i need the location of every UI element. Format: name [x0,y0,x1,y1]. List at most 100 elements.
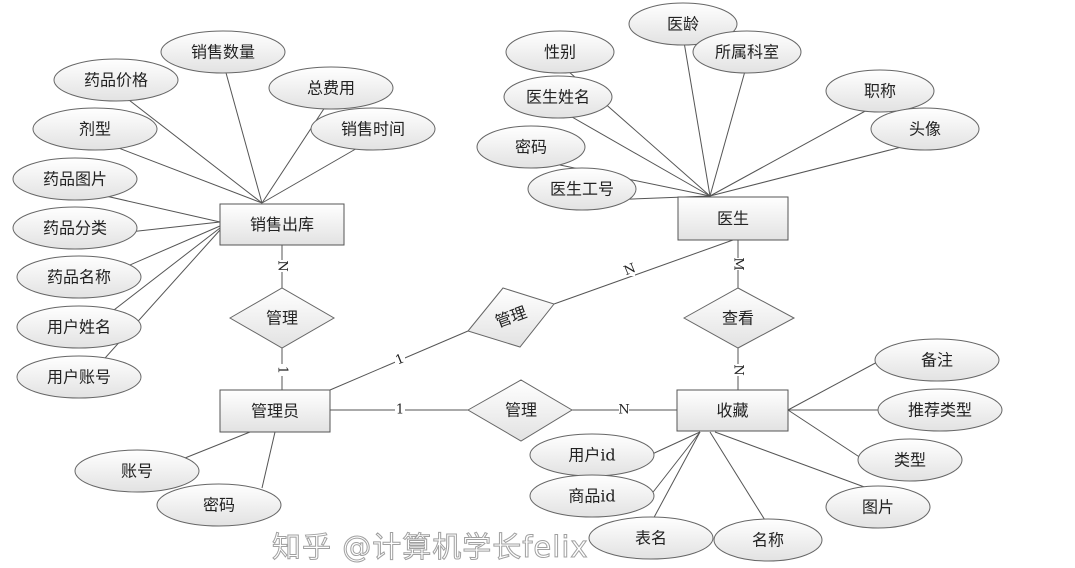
cardinality-label: N [275,260,290,271]
relationship-manage-sales[interactable] [228,287,336,349]
attribute-sales-3[interactable] [32,107,158,151]
entity-favorite[interactable] [676,389,789,432]
cardinality-bg [277,260,287,272]
attribute-connector [261,97,332,204]
entity-sales-label: 销售出库 [250,215,314,234]
attribute-connector [261,138,374,204]
attribute-doctor-0[interactable] [628,2,738,46]
attribute-admin-0-label: 账号 [121,462,153,481]
attribute-sales-1[interactable] [53,58,179,102]
relationship-manage-favorite[interactable] [466,379,573,442]
relationship-manage-doctor[interactable] [467,287,555,348]
attribute-doctor-2-label: 所属科室 [715,43,779,62]
attribute-favorite-6-label: 名称 [752,531,784,550]
cardinality-bg [733,364,743,376]
attribute-sales-6-label: 药品分类 [43,219,107,238]
attribute-doctor-1[interactable] [505,30,615,74]
attribute-sales-8[interactable] [16,305,142,349]
attribute-sales-2[interactable] [268,66,394,110]
attribute-connector [94,138,263,204]
relationship-manage-sales-label: 管理 [266,309,298,328]
entity-favorite-label: 收藏 [716,401,748,420]
attribute-connector [222,61,263,204]
attribute-doctor-0-label: 医龄 [667,15,699,34]
attribute-sales-5-label: 药品图片 [43,170,107,189]
attribute-doctor-5-label: 头像 [909,120,941,139]
cardinality-bg [733,258,743,270]
watermark: 知乎 @计算机学长felix [272,530,589,565]
attribute-connector [557,108,711,197]
entity-admin-label: 管理员 [251,402,299,421]
attribute-sales-2-label: 总费用 [307,79,355,98]
attribute-doctor-3-label: 医生姓名 [526,88,590,107]
attribute-connector [649,431,701,497]
attribute-favorite-6[interactable] [713,518,823,562]
attribute-favorite-3-label: 用户id [568,446,615,465]
attribute-doctor-4[interactable] [825,69,935,113]
attribute-connector [709,63,748,197]
attribute-connector [261,431,276,489]
attribute-favorite-1[interactable] [877,388,1003,432]
attribute-doctor-7[interactable] [527,167,637,211]
attribute-connector [650,431,701,524]
attribute-favorite-2[interactable] [857,438,963,482]
cardinality-bg [395,354,405,366]
edge-manage-doctor [553,239,734,305]
attribute-sales-4[interactable] [310,107,436,151]
cardinality-label: N [731,364,746,375]
attribute-favorite-4[interactable] [529,474,655,518]
attribute-connector [787,359,882,411]
attribute-sales-9[interactable] [16,355,142,399]
attribute-favorite-1-label: 推荐类型 [908,401,972,420]
attribute-sales-5[interactable] [12,157,138,201]
relationship-view[interactable] [682,287,796,349]
attribute-admin-1-label: 密码 [203,496,235,515]
attribute-favorite-5[interactable] [588,516,714,560]
cardinality-label: M [731,257,746,270]
entity-admin[interactable] [219,389,331,433]
attribute-sales-7-label: 药品名称 [47,268,111,287]
attribute-favorite-7[interactable] [825,485,931,529]
attribute-admin-1[interactable] [156,483,282,527]
attribute-sales-1-label: 药品价格 [84,71,148,90]
attribute-favorite-4-label: 商品id [568,487,615,506]
attribute-connector [682,35,711,197]
cardinality-bg [395,404,405,416]
attribute-sales-9-label: 用户账号 [47,368,111,387]
relationship-view-label: 查看 [722,309,754,328]
cardinality-bg [277,364,287,376]
attribute-sales-3-label: 剂型 [79,120,111,139]
attribute-doctor-3[interactable] [503,75,613,119]
attribute-sales-0-label: 销售数量 [191,43,255,62]
attribute-connector [115,89,263,204]
cardinality-label: N [622,261,638,279]
attribute-favorite-0-label: 备注 [921,351,953,370]
attribute-doctor-2[interactable] [692,30,802,74]
attribute-doctor-4-label: 职称 [864,82,896,101]
attribute-sales-7[interactable] [16,255,142,299]
cardinality-label: 1 [275,366,290,374]
attribute-doctor-5[interactable] [870,107,980,151]
entity-doctor[interactable] [677,196,789,241]
attribute-sales-8-label: 用户姓名 [47,318,111,337]
attribute-sales-6[interactable] [12,206,138,250]
attribute-connector [709,140,926,197]
attribute-connector [709,431,769,526]
attribute-connector [649,431,701,456]
relationship-manage-favorite-label: 管理 [505,401,537,420]
attribute-connector [714,431,879,493]
attribute-sales-0[interactable] [160,30,286,74]
attribute-connector [787,409,865,461]
cardinality-bg [619,404,629,416]
attribute-favorite-2-label: 类型 [894,451,926,470]
attribute-favorite-7-label: 图片 [862,498,894,517]
attribute-doctor-6-label: 密码 [515,138,547,157]
attribute-favorite-0[interactable] [874,338,1000,382]
attribute-favorite-5-label: 表名 [635,529,667,548]
attribute-doctor-6[interactable] [476,125,586,169]
cardinality-label: 1 [396,403,404,418]
attribute-connector [184,431,251,459]
entity-sales[interactable] [219,203,345,246]
attribute-admin-0[interactable] [74,449,200,493]
